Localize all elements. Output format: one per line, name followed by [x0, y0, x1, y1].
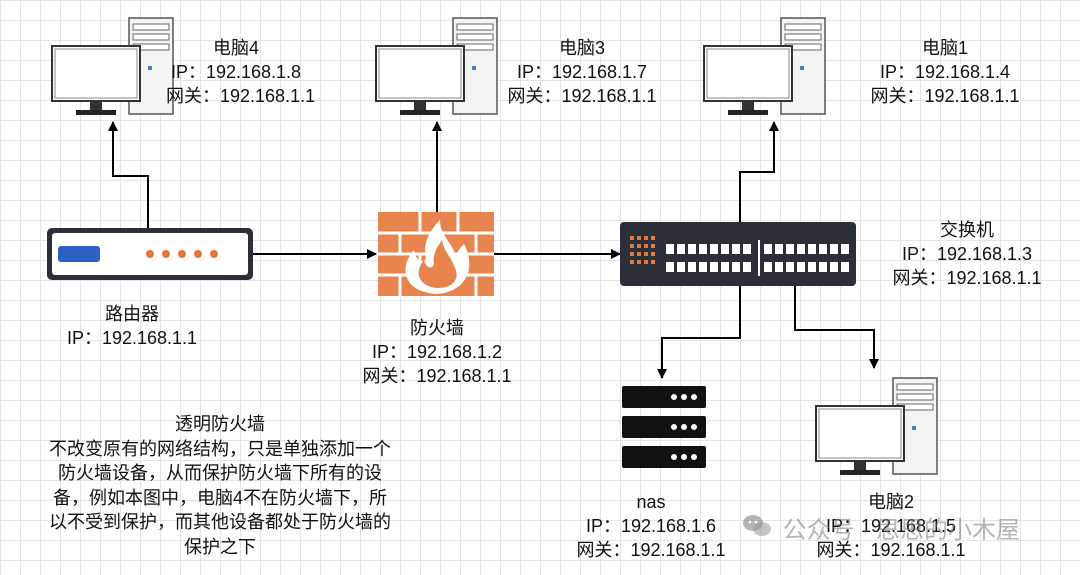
pc2-gateway: 网关：192.168.1.1: [816, 540, 966, 560]
link-router-pc4: [108, 121, 149, 228]
router-name: 路由器: [105, 304, 159, 324]
pc4-gateway: 网关：192.168.1.1: [166, 86, 316, 106]
note-line-3: 备，例如本图中，电脑4不在防火墙下，所: [52, 487, 387, 508]
watermark-text: 公众号 · 思思的小木屋: [782, 517, 1020, 544]
nas-ip: IP：192.168.1.6: [585, 516, 717, 536]
pc4-computer-icon: [51, 17, 174, 116]
pc1-label: 电脑1 IP：192.168.1.4 网关：192.168.1.1: [860, 36, 1030, 108]
link-switch-pc1: [739, 121, 779, 222]
nas-server-icon: [622, 386, 706, 468]
pc4-name: 电脑4: [212, 38, 259, 58]
switch-gateway: 网关：192.168.1.1: [892, 268, 1042, 288]
pc2-computer-icon: [815, 377, 938, 476]
pc4-label: 电脑4 IP：192.168.1.8 网关：192.168.1.1: [166, 36, 316, 108]
watermark: 公众号 · 思思的小木屋: [742, 513, 1072, 549]
transparent-firewall-note: 透明防火墙 不改变原有的网络结构，只是单独添加一个 防火墙设备，从而保护防火墙下…: [0, 412, 440, 559]
switch-icon: [620, 222, 856, 286]
switch-label: 交换机 IP：192.168.1.3 网关：192.168.1.1: [882, 218, 1052, 290]
firewall-ip: IP：192.168.1.2: [371, 342, 503, 362]
connections: [108, 121, 879, 379]
firewall-icon: [378, 212, 494, 296]
note-line-2: 防火墙设备，从而保护防火墙下所有的设: [58, 463, 382, 483]
nas-gateway: 网关：192.168.1.1: [576, 540, 726, 560]
note-line-5: 保护之下: [184, 536, 256, 557]
link-switch-nas: [657, 286, 741, 379]
pc1-gateway: 网关：192.168.1.1: [870, 86, 1020, 106]
router-ip: IP：192.168.1.1: [66, 328, 198, 348]
pc2-name: 电脑2: [867, 492, 914, 512]
link-switch-pc2: [794, 286, 879, 369]
pc4-ip: IP：192.168.1.8: [170, 62, 302, 82]
switch-ip: IP：192.168.1.3: [901, 244, 1033, 264]
pc3-ip: IP：192.168.1.7: [516, 62, 648, 82]
firewall-label: 防火墙 IP：192.168.1.2 网关：192.168.1.1: [352, 316, 522, 388]
note-line-1: 不改变原有的网络结构，只是单独添加一个: [49, 438, 391, 459]
nas-label: nas IP：192.168.1.6 网关：192.168.1.1: [566, 490, 736, 562]
router-icon: [47, 228, 253, 280]
firewall-name: 防火墙: [410, 318, 464, 338]
pc1-ip: IP：192.168.1.4: [879, 62, 1011, 82]
pc1-name: 电脑1: [921, 38, 968, 58]
note-line-4: 以不受到保护，而其他设备都处于防火墙的: [49, 512, 391, 532]
pc3-name: 电脑3: [558, 38, 605, 58]
note-title: 透明防火墙: [175, 414, 265, 434]
pc3-computer-icon: [375, 17, 498, 116]
pc2-ip: IP：192.168.1.5: [825, 516, 957, 536]
pc3-label: 电脑3 IP：192.168.1.7 网关：192.168.1.1: [500, 36, 664, 108]
wechat-icon: [742, 513, 776, 550]
firewall-gateway: 网关：192.168.1.1: [362, 366, 512, 386]
pc2-label: 电脑2 IP：192.168.1.5 网关：192.168.1.1: [806, 490, 976, 562]
pc1-computer-icon: [703, 17, 826, 116]
nas-name: nas: [636, 492, 666, 512]
router-label: 路由器 IP：192.168.1.1: [48, 302, 216, 350]
pc3-gateway: 网关：192.168.1.1: [507, 86, 657, 106]
switch-name: 交换机: [940, 220, 994, 240]
